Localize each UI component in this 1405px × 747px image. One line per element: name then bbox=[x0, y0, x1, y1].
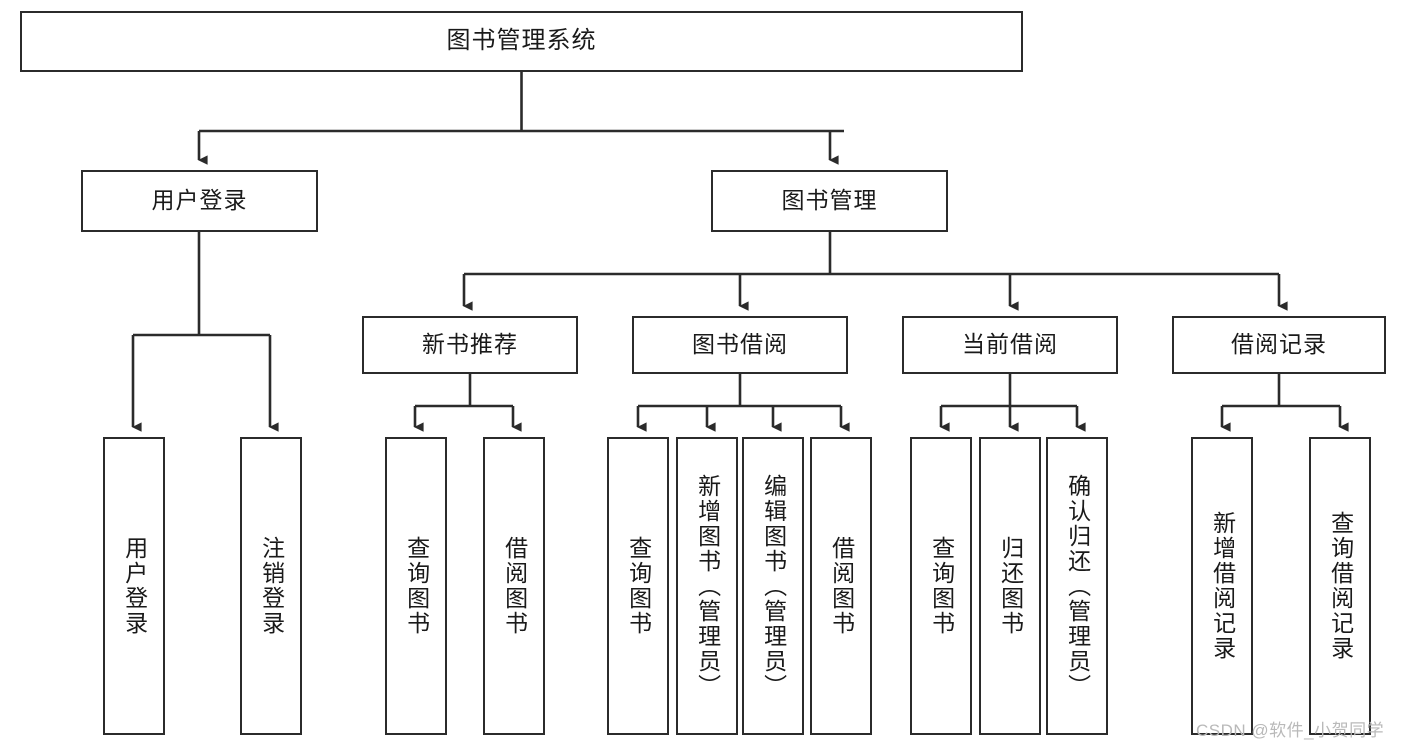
leaf-current-borrow-query-book[interactable]: 查询图书 bbox=[910, 437, 972, 735]
csdn-watermark: CSDN @软件_小贺同学 bbox=[1196, 721, 1385, 740]
leaf-current-borrow-return-book[interactable]: 归还图书 bbox=[979, 437, 1041, 735]
node-label: 借阅记录 bbox=[1231, 331, 1327, 358]
leaf-borrow-record-add-record[interactable]: 新增借阅记录 bbox=[1191, 437, 1253, 735]
leaf-new-book-query-book[interactable]: 查询图书 bbox=[385, 437, 447, 735]
node-label: 用户登录 bbox=[151, 187, 248, 214]
node-label: 图书管理 bbox=[781, 187, 878, 214]
leaf-user-login-logout[interactable]: 注销登录 bbox=[240, 437, 302, 735]
node-label: 图书借阅 bbox=[692, 331, 788, 358]
node-label: 借阅图书 bbox=[501, 536, 528, 636]
leaf-new-book-borrow-book[interactable]: 借阅图书 bbox=[483, 437, 545, 735]
node-label: 查询图书 bbox=[928, 536, 955, 636]
node-label: 编辑图书（管理员） bbox=[760, 473, 787, 699]
node-label: 当前借阅 bbox=[962, 331, 1058, 358]
node-label: 新增图书（管理员） bbox=[694, 473, 721, 699]
node-label: 图书管理系统 bbox=[446, 27, 597, 55]
leaf-book-borrow-edit-book-admin[interactable]: 编辑图书（管理员） bbox=[742, 437, 804, 735]
leaf-book-borrow-add-book-admin[interactable]: 新增图书（管理员） bbox=[676, 437, 738, 735]
node-label: 借阅图书 bbox=[828, 536, 855, 636]
node-label: 查询图书 bbox=[403, 536, 430, 636]
leaf-borrow-record-query-record[interactable]: 查询借阅记录 bbox=[1309, 437, 1371, 735]
node-label: 注销登录 bbox=[258, 536, 285, 636]
node-label: 查询借阅记录 bbox=[1327, 511, 1354, 661]
node-borrow-record[interactable]: 借阅记录 bbox=[1172, 316, 1386, 374]
node-label: 查询图书 bbox=[625, 536, 652, 636]
leaf-current-borrow-confirm-return-admin[interactable]: 确认归还（管理员） bbox=[1046, 437, 1108, 735]
node-root-system[interactable]: 图书管理系统 bbox=[20, 11, 1023, 72]
leaf-book-borrow-borrow-book[interactable]: 借阅图书 bbox=[810, 437, 872, 735]
node-current-borrow[interactable]: 当前借阅 bbox=[902, 316, 1118, 374]
node-label: 用户登录 bbox=[121, 536, 148, 636]
node-label: 确认归还（管理员） bbox=[1064, 473, 1091, 699]
leaf-user-login-login[interactable]: 用户登录 bbox=[103, 437, 165, 735]
leaf-book-borrow-query-book[interactable]: 查询图书 bbox=[607, 437, 669, 735]
node-label: 归还图书 bbox=[997, 536, 1024, 636]
node-new-book-recommend[interactable]: 新书推荐 bbox=[362, 316, 578, 374]
node-label: 新增借阅记录 bbox=[1209, 511, 1236, 661]
node-user-login[interactable]: 用户登录 bbox=[81, 170, 318, 232]
node-book-borrow[interactable]: 图书借阅 bbox=[632, 316, 848, 374]
node-label: 新书推荐 bbox=[422, 331, 518, 358]
node-book-management[interactable]: 图书管理 bbox=[711, 170, 948, 232]
